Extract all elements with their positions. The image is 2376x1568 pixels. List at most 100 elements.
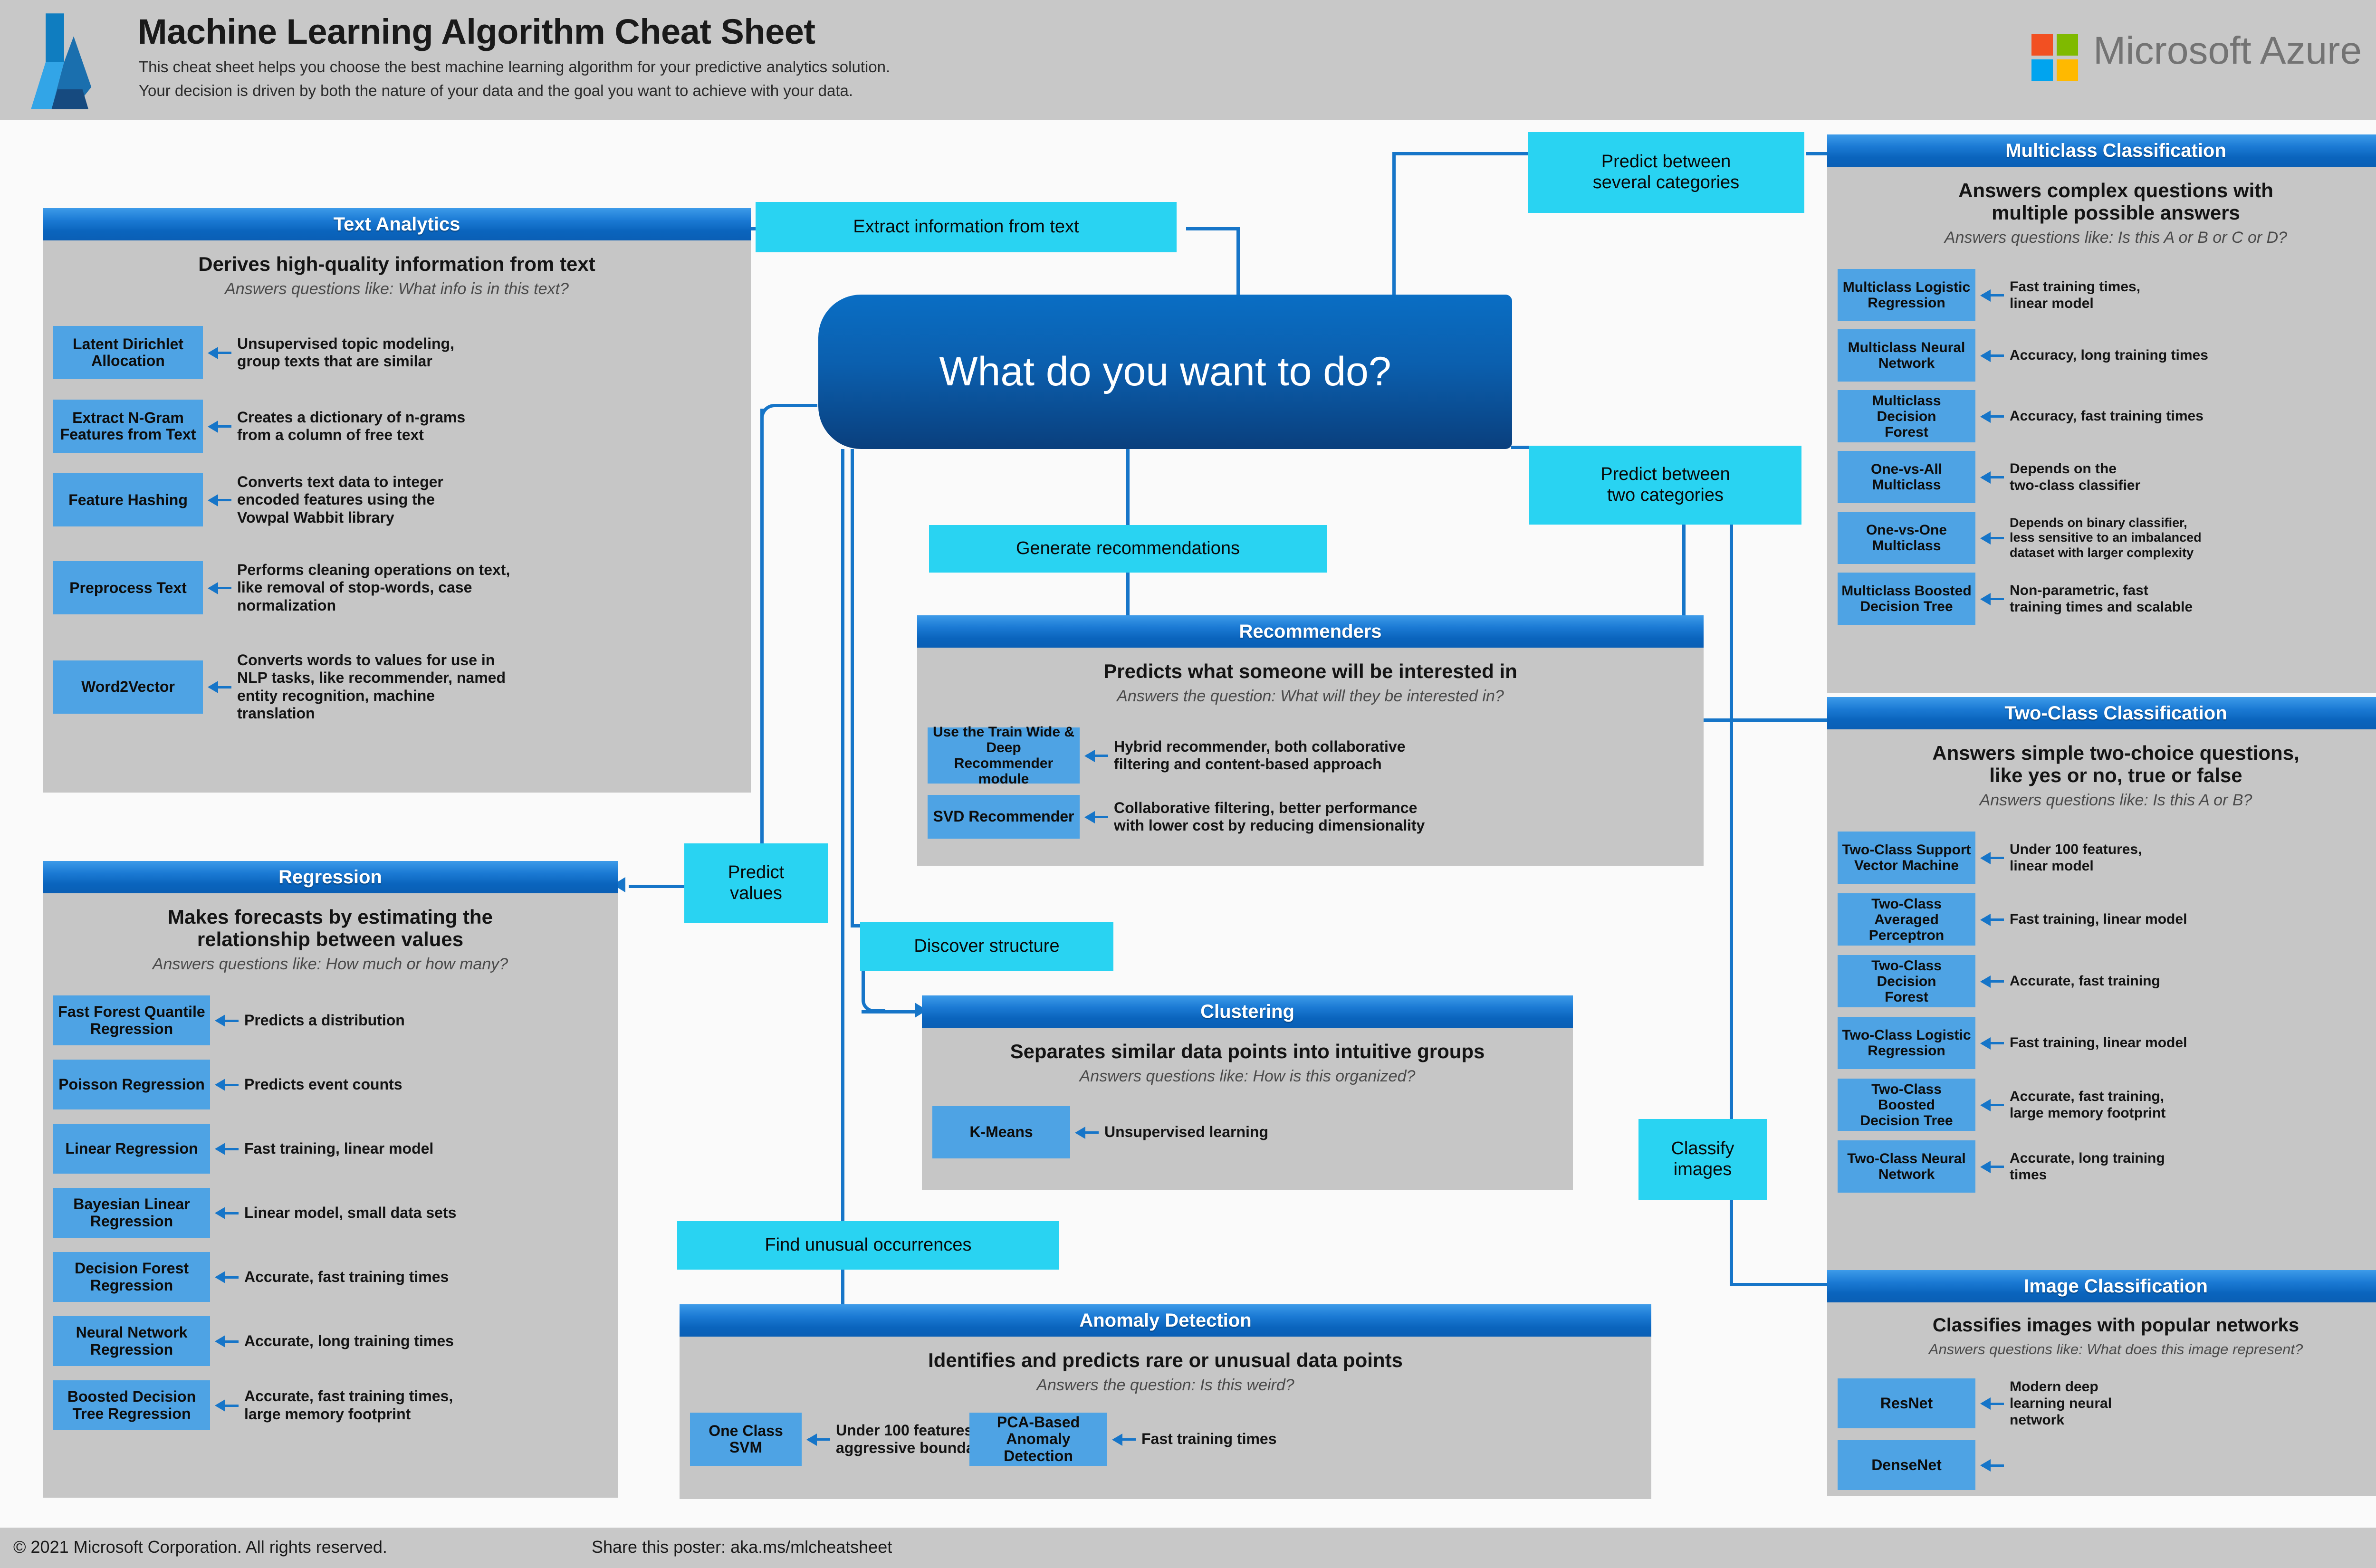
algo-desc: Collaborative filtering, better performa… (1114, 799, 1425, 834)
algo-box-multiclass-logistic-regression[interactable]: Multiclass Logistic Regression (1838, 269, 1975, 321)
panel-question: Answers questions like: What does this i… (1928, 1340, 2303, 1358)
algo-desc: Fast training times, linear model (2010, 278, 2141, 311)
algo-desc: Hybrid recommender, both collaborative f… (1114, 737, 1406, 773)
algo-box-train-wide-and-deep-recommender[interactable]: Use the Train Wide & Deep Recommender mo… (928, 724, 1080, 787)
algo-desc: Fast training times (1141, 1430, 1277, 1448)
algo-desc: Accurate, fast training (2010, 973, 2160, 989)
arrow-icon (1975, 911, 2005, 927)
arrow-icon (203, 344, 232, 361)
algo-box-one-vs-all-multiclass[interactable]: One-vs-All Multiclass (1838, 451, 1975, 503)
algo-box-multiclass-neural-network[interactable]: Multiclass Neural Network (1838, 329, 1975, 382)
page-subtitle-line2: Your decision is driven by both the natu… (139, 82, 853, 99)
algo-desc: Under 100 features, linear model (2010, 841, 2142, 874)
algo-desc: Depends on binary classifier, less sensi… (2010, 515, 2202, 560)
arrow-icon (1080, 747, 1109, 764)
algo-box-svd-recommender[interactable]: SVD Recommender (928, 795, 1080, 839)
algo-box-latent-dirichlet-allocation[interactable]: Latent Dirichlet Allocation (53, 326, 203, 379)
algo-box-one-vs-one-multiclass[interactable]: One-vs-One Multiclass (1838, 512, 1975, 564)
arrow-icon (1975, 1396, 2005, 1412)
decision-extract-information-from-text[interactable]: Extract information from text (756, 202, 1177, 252)
page-footer: © 2021 Microsoft Corporation. All rights… (0, 1528, 2376, 1568)
panel-text-analytics: Text Analytics Derives high-quality info… (43, 208, 751, 793)
panel-tagline: Makes forecasts by estimating the relati… (168, 906, 493, 951)
algo-box-extract-n-gram-features-from-text[interactable]: Extract N-Gram Features from Text (53, 400, 203, 453)
algo-box-densenet[interactable]: DenseNet (1838, 1440, 1975, 1490)
panel-title-two-class-classification: Two-Class Classification (1827, 697, 2376, 729)
decision-predict-values[interactable]: Predict values (684, 843, 828, 923)
algo-box-resnet[interactable]: ResNet (1838, 1378, 1975, 1429)
hub-question-text: What do you want to do? (939, 349, 1391, 394)
panel-question: Answers the question: What will they be … (1117, 687, 1504, 706)
panel-tagline: Identifies and predicts rare or unusual … (928, 1349, 1403, 1371)
algo-desc: Creates a dictionary of n-grams from a c… (237, 408, 466, 443)
arrow-icon (203, 418, 232, 434)
page-subtitle-line1: This cheat sheet helps you choose the be… (139, 58, 891, 76)
panel-question: Answers questions like: What info is in … (225, 280, 569, 298)
panel-title-regression: Regression (43, 861, 618, 893)
panel-anomaly-detection: Anomaly Detection Identifies and predict… (680, 1304, 1651, 1499)
algo-box-two-class-logistic-regression[interactable]: Two-Class Logistic Regression (1838, 1017, 1975, 1069)
algo-box-two-class-neural-network[interactable]: Two-Class Neural Network (1838, 1140, 1975, 1193)
panel-tagline: Answers simple two-choice questions, lik… (1932, 742, 2299, 787)
algo-box-feature-hashing[interactable]: Feature Hashing (53, 473, 203, 527)
algo-box-word2vector[interactable]: Word2Vector (53, 660, 203, 714)
algo-desc: Accurate, fast training times, large mem… (244, 1387, 453, 1423)
panel-title-text-analytics: Text Analytics (43, 208, 751, 240)
panel-question: Answers questions like: How much or how … (152, 955, 508, 974)
algo-box-preprocess-text[interactable]: Preprocess Text (53, 561, 203, 615)
panel-clustering: Clustering Separates similar data points… (922, 995, 1573, 1190)
arrow-icon (1107, 1431, 1137, 1447)
decision-generate-recommendations[interactable]: Generate recommendations (929, 525, 1327, 573)
algo-box-fast-forest-quantile-regression[interactable]: Fast Forest Quantile Regression (53, 995, 210, 1045)
algo-desc: Accuracy, fast training times (2010, 408, 2204, 424)
algo-box-two-class-support-vector-machine[interactable]: Two-Class Support Vector Machine (1838, 832, 1975, 884)
algo-desc: Converts words to values for use in NLP … (237, 651, 506, 722)
panel-question: Answers questions like: Is this A or B o… (1944, 229, 2288, 247)
algo-desc: Predicts event counts (244, 1075, 402, 1093)
arrow-icon (210, 1013, 240, 1029)
decision-classify-images[interactable]: Classify images (1638, 1119, 1767, 1200)
algo-box-multiclass-boosted-decision-tree[interactable]: Multiclass Boosted Decision Tree (1838, 573, 1975, 625)
arrow-icon (210, 1269, 240, 1285)
panel-tagline: Answers complex questions with multiple … (1958, 179, 2273, 224)
algo-box-two-class-averaged-perceptron[interactable]: Two-Class Averaged Perceptron (1838, 893, 1975, 946)
algo-desc: Converts text data to integer encoded fe… (237, 473, 443, 526)
panel-question: Answers the question: Is this weird? (1036, 1376, 1294, 1395)
arrow-icon (210, 1205, 240, 1221)
panel-two-class-classification: Two-Class Classification Answers simple … (1827, 697, 2376, 1274)
algo-box-pca-based-anomaly-detection[interactable]: PCA-Based Anomaly Detection (969, 1413, 1107, 1466)
algo-desc: Accurate, fast training times (244, 1268, 449, 1285)
central-question-hub: What do you want to do? (818, 295, 1512, 449)
algo-box-linear-regression[interactable]: Linear Regression (53, 1124, 210, 1174)
algo-box-one-class-svm[interactable]: One Class SVM (690, 1413, 802, 1466)
algo-box-two-class-boosted-decision-tree[interactable]: Two-Class Boosted Decision Tree (1838, 1079, 1975, 1131)
algo-box-boosted-decision-tree-regression[interactable]: Boosted Decision Tree Regression (53, 1380, 210, 1430)
algo-box-poisson-regression[interactable]: Poisson Regression (53, 1060, 210, 1109)
arrow-icon (210, 1141, 240, 1157)
decision-predict-between-several-categories[interactable]: Predict between several categories (1528, 132, 1804, 213)
arrow-icon (1070, 1124, 1100, 1140)
algo-box-k-means[interactable]: K-Means (932, 1106, 1070, 1158)
decision-find-unusual-occurrences[interactable]: Find unusual occurrences (677, 1221, 1059, 1270)
arrow-icon (1975, 530, 2005, 546)
algo-desc: Fast training, linear model (244, 1139, 434, 1157)
algo-desc: Fast training, linear model (2010, 1035, 2187, 1051)
algo-box-neural-network-regression[interactable]: Neural Network Regression (53, 1316, 210, 1366)
panel-title-anomaly-detection: Anomaly Detection (680, 1304, 1651, 1337)
algo-desc: Accurate, long training times (244, 1332, 454, 1349)
panel-multiclass-classification: Multiclass Classification Answers comple… (1827, 134, 2376, 693)
decision-predict-between-two-categories[interactable]: Predict between two categories (1529, 446, 1801, 525)
panel-question: Answers questions like: How is this orga… (1079, 1067, 1416, 1086)
arrow-icon (210, 1397, 240, 1414)
algo-box-decision-forest-regression[interactable]: Decision Forest Regression (53, 1252, 210, 1302)
decision-discover-structure[interactable]: Discover structure (860, 922, 1113, 971)
arrow-icon (1975, 287, 2005, 303)
algo-desc: Linear model, small data sets (244, 1204, 457, 1221)
algo-box-two-class-decision-forest[interactable]: Two-Class Decision Forest (1838, 955, 1975, 1007)
algo-box-bayesian-linear-regression[interactable]: Bayesian Linear Regression (53, 1188, 210, 1238)
footer-share-link[interactable]: Share this poster: aka.ms/mlcheatsheet (592, 1537, 892, 1557)
algo-desc: Non-parametric, fast training times and … (2010, 582, 2193, 615)
page-title: Machine Learning Algorithm Cheat Sheet (138, 12, 815, 51)
algo-box-multiclass-decision-forest[interactable]: Multiclass Decision Forest (1838, 390, 1975, 442)
algo-desc: Accurate, long training times (2010, 1150, 2165, 1183)
